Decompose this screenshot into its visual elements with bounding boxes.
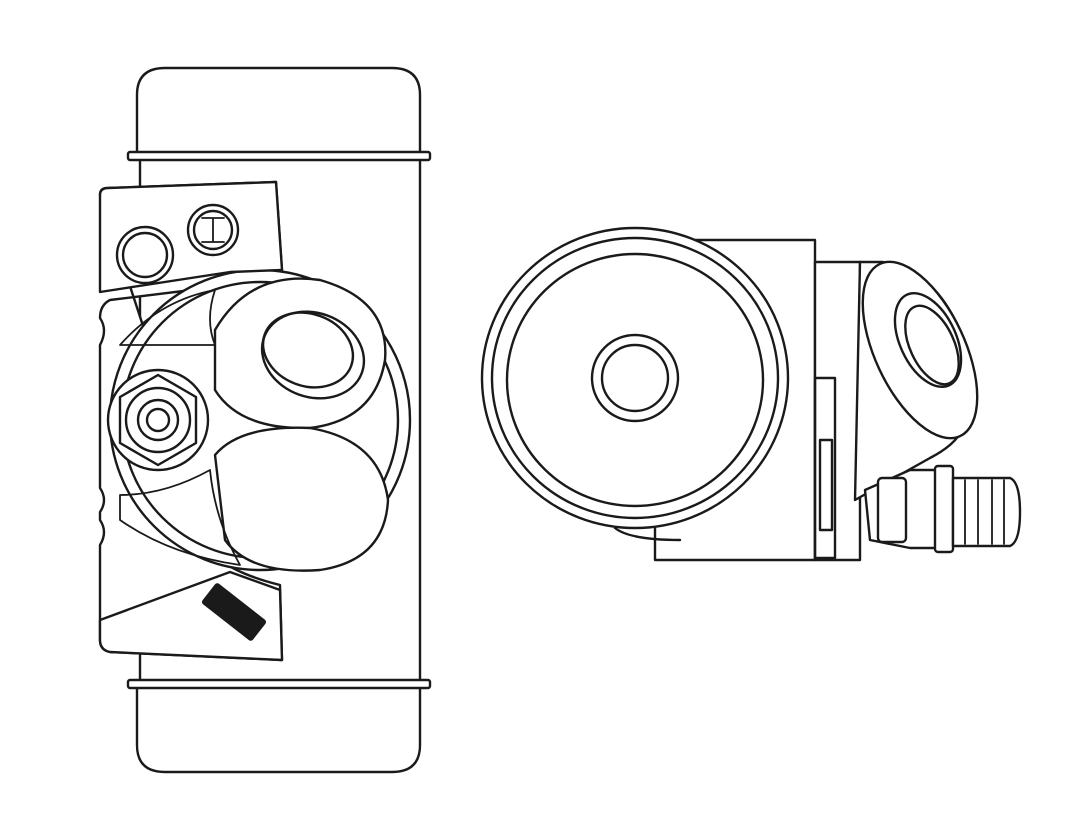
nipple-collar bbox=[876, 476, 908, 544]
inlet-bore-inner bbox=[145, 407, 171, 433]
flange-step bbox=[813, 376, 837, 560]
nipple-tip bbox=[951, 476, 1022, 548]
side-view bbox=[480, 226, 1022, 562]
top-cap-rim bbox=[126, 150, 432, 162]
flange-step-inner bbox=[818, 438, 834, 532]
nipple-ring bbox=[933, 464, 955, 554]
push-rod-boss bbox=[590, 333, 680, 423]
mounting-hole-inner bbox=[121, 231, 169, 279]
screw-slot-icon bbox=[201, 217, 225, 243]
front-view bbox=[98, 66, 432, 774]
bleed-screw-hole-inner bbox=[192, 209, 234, 251]
bottom-cap-rim bbox=[126, 678, 432, 690]
upper-left-segment bbox=[119, 289, 216, 346]
nipple-ribs bbox=[964, 479, 1005, 545]
end-cap-rim bbox=[490, 236, 780, 520]
inlet-bore bbox=[136, 398, 180, 442]
identification-tab bbox=[201, 583, 267, 641]
mounting-hole bbox=[115, 225, 175, 285]
piston-port-inner bbox=[261, 311, 355, 389]
bottom-end-cap bbox=[135, 683, 422, 774]
top-end-cap bbox=[135, 66, 422, 157]
push-rod bbox=[600, 343, 670, 413]
lower-left-segment bbox=[119, 469, 241, 566]
bleeder-port-inner bbox=[904, 304, 960, 386]
lower-lobe bbox=[213, 426, 390, 572]
flange-lower bbox=[98, 570, 284, 662]
end-cap-face bbox=[505, 252, 765, 508]
end-cap-lip bbox=[613, 526, 682, 542]
housing-flange bbox=[813, 260, 862, 562]
bleeder-port bbox=[893, 291, 963, 389]
